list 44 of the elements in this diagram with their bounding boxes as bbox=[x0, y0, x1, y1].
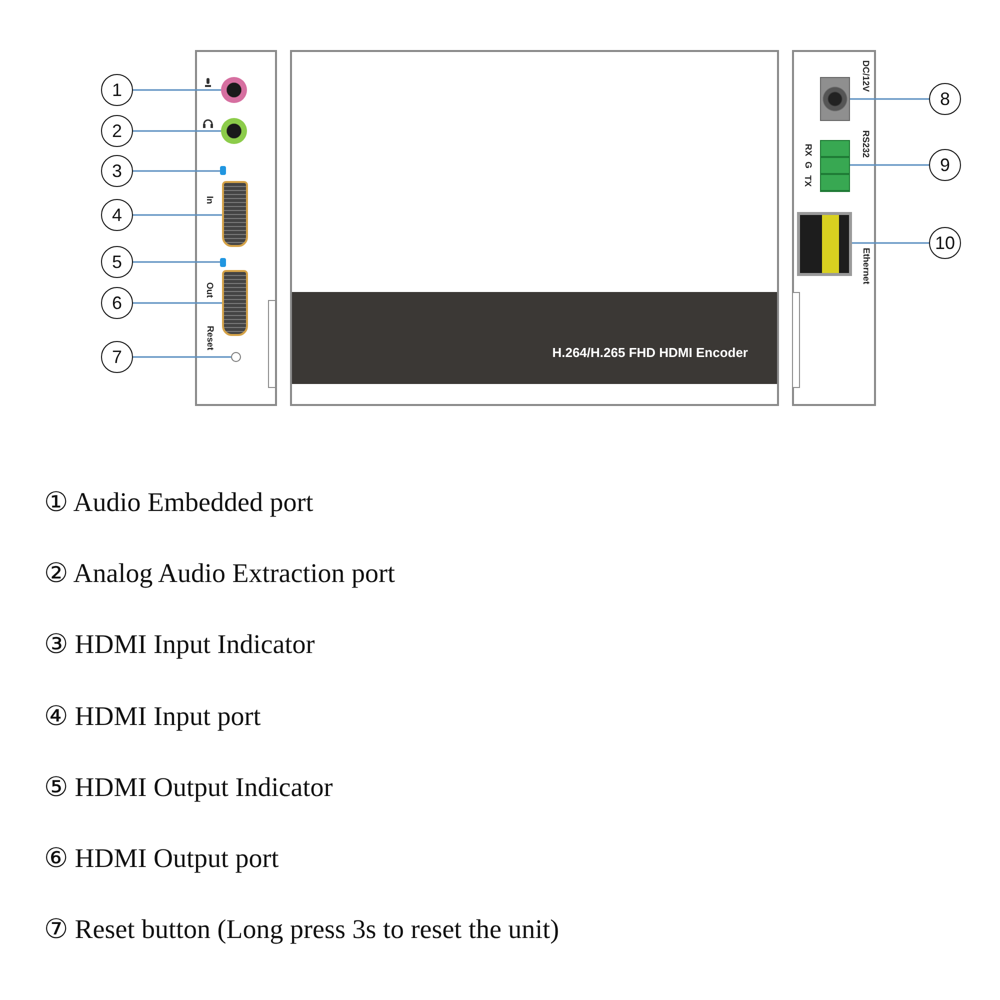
leader-line bbox=[133, 130, 221, 132]
legend-text: ① Audio Embedded port bbox=[44, 486, 314, 518]
port-label: Ethernet bbox=[860, 248, 871, 284]
legend-text: ⑥ HDMI Output port bbox=[44, 842, 279, 874]
callout-number: 4 bbox=[101, 199, 133, 231]
indicator-led bbox=[220, 258, 226, 267]
callout-number: 1 bbox=[101, 74, 133, 106]
leader-line bbox=[133, 170, 220, 172]
power-jack bbox=[820, 77, 850, 121]
callout-number: 7 bbox=[101, 341, 133, 373]
ethernet-port bbox=[797, 212, 852, 276]
callout-number: 5 bbox=[101, 246, 133, 278]
port-label: Out bbox=[204, 282, 215, 298]
leader-line bbox=[852, 242, 929, 244]
callout-number: 9 bbox=[929, 149, 961, 181]
callout-number: 10 bbox=[929, 227, 961, 259]
leader-line bbox=[133, 302, 222, 304]
callout-number: 2 bbox=[101, 115, 133, 147]
leader-line bbox=[850, 98, 929, 100]
terminal-block bbox=[820, 140, 850, 192]
port-label: RS232 bbox=[860, 130, 871, 158]
product-label: H.264/H.265 FHD HDMI Encoder bbox=[552, 345, 748, 360]
port-label: In bbox=[205, 196, 215, 204]
pin-label: RX bbox=[802, 144, 813, 156]
callout-number: 8 bbox=[929, 83, 961, 115]
leader-line bbox=[133, 214, 222, 216]
hdmi-port bbox=[222, 181, 248, 247]
legend-text: ⑤ HDMI Output Indicator bbox=[44, 770, 333, 803]
port-label: DC/12V bbox=[860, 60, 871, 92]
leader-line bbox=[133, 356, 231, 358]
callout-number: 3 bbox=[101, 155, 133, 187]
pin-label: G bbox=[803, 162, 813, 168]
legend-text: ④ HDMI Input port bbox=[44, 700, 261, 732]
callout-number: 6 bbox=[101, 287, 133, 319]
leader-line bbox=[850, 164, 929, 166]
indicator-led bbox=[220, 166, 226, 175]
legend-text: ⑦ Reset button (Long press 3s to reset the unit) bbox=[44, 913, 560, 946]
port-label: Reset bbox=[204, 326, 215, 350]
pin-label: TX bbox=[802, 175, 813, 187]
leader-line bbox=[133, 89, 221, 91]
legend-text: ② Analog Audio Extraction port bbox=[44, 557, 395, 590]
leader-line bbox=[133, 261, 220, 263]
hdmi-port bbox=[222, 270, 248, 336]
legend-text: ③ HDMI Input Indicator bbox=[44, 628, 315, 660]
